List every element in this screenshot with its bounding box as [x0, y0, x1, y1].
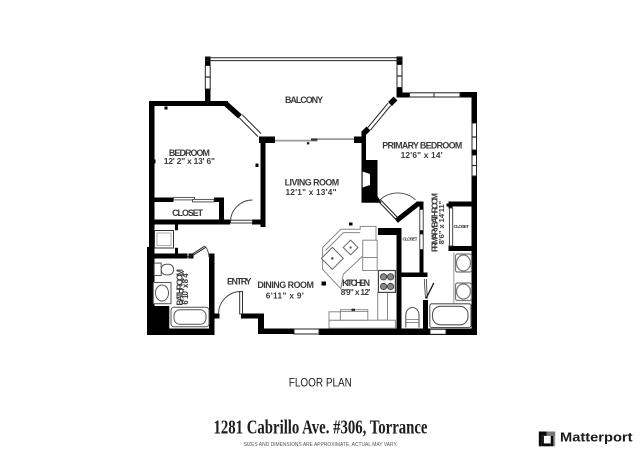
svg-text:BEDROOM: BEDROOM — [169, 148, 210, 158]
svg-text:Matterport: Matterport — [560, 429, 633, 444]
svg-text:8'9" x 12': 8'9" x 12' — [341, 287, 371, 297]
svg-text:KITCHEN: KITCHEN — [342, 278, 370, 288]
svg-text:LIVING ROOM: LIVING ROOM — [285, 178, 340, 188]
svg-text:8'6" x 14'11": 8'6" x 14'11" — [437, 200, 446, 244]
svg-text:1281 Cabrillo Ave. #306, Torra: 1281 Cabrillo Ave. #306, Torrance — [214, 418, 428, 439]
svg-text:12' 2" x 13' 6": 12' 2" x 13' 6" — [164, 156, 215, 166]
svg-text:CLOSET: CLOSET — [403, 237, 418, 242]
svg-text:FLOOR PLAN: FLOOR PLAN — [289, 376, 352, 389]
svg-text:12'1" x 13'4": 12'1" x 13'4" — [286, 187, 337, 197]
svg-text:PRIMARY BEDROOM: PRIMARY BEDROOM — [382, 141, 462, 151]
svg-text:PRIMARY BATHROOM: PRIMARY BATHROOM — [430, 193, 440, 252]
svg-text:SIZES AND DIMENSIONS ARE APPRO: SIZES AND DIMENSIONS ARE APPROXIMATE, AC… — [244, 442, 398, 448]
svg-text:12'6" x 14': 12'6" x 14' — [401, 150, 443, 160]
svg-text:BATHROOM: BATHROOM — [174, 269, 184, 306]
svg-text:CLOSET: CLOSET — [172, 208, 204, 218]
svg-text:BALCONY: BALCONY — [285, 95, 323, 105]
svg-text:6' 10" x 8' 4": 6' 10" x 8' 4" — [181, 270, 190, 304]
svg-text:ENTRY: ENTRY — [227, 276, 252, 286]
svg-text:6'11" x 9': 6'11" x 9' — [266, 290, 304, 300]
svg-text:DINING ROOM: DINING ROOM — [257, 280, 314, 290]
svg-text:CLOSET: CLOSET — [454, 224, 470, 229]
